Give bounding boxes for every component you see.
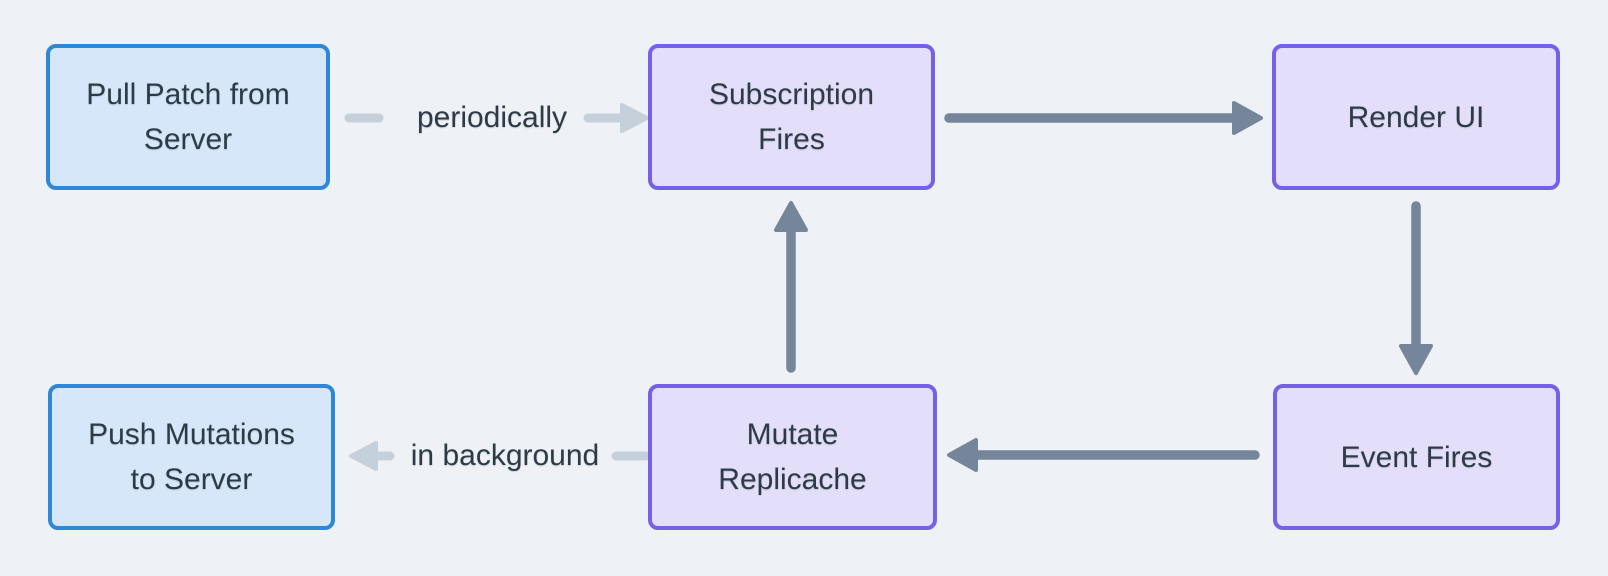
node-mutate-replicache: Mutate Replicache xyxy=(648,384,937,530)
edge-label-in-background: in background xyxy=(410,439,600,472)
arrow-render-to-event xyxy=(1399,201,1433,375)
arrow-subscription-to-render xyxy=(944,101,1263,135)
node-subscription-fires: Subscription Fires xyxy=(648,44,935,190)
node-render-ui: Render UI xyxy=(1272,44,1560,190)
edge-label-periodically: periodically xyxy=(416,101,568,134)
arrow-mutate-to-subscription xyxy=(774,201,808,373)
node-event-fires: Event Fires xyxy=(1273,384,1560,530)
node-push-mutations-to-server: Push Mutations to Server xyxy=(48,384,335,530)
arrow-event-to-mutate xyxy=(947,438,1260,472)
arrow-pull-to-subscription xyxy=(344,103,649,133)
arrow-mutate-to-push xyxy=(349,441,651,471)
node-pull-patch-from-server: Pull Patch from Server xyxy=(46,44,330,190)
